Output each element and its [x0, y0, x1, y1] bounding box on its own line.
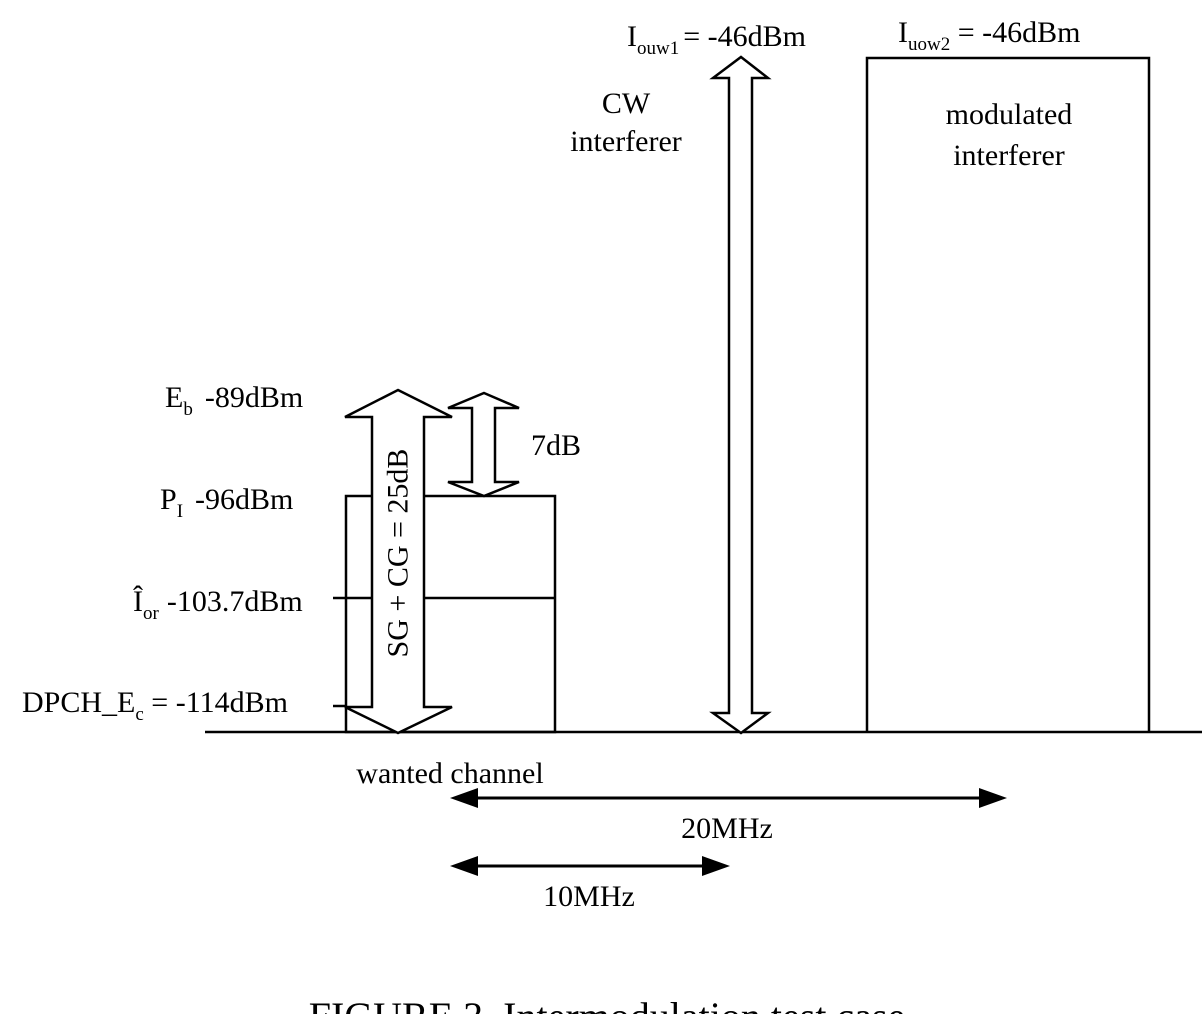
ten-mhz-label: 10MHz — [543, 880, 635, 913]
twenty-mhz-arrowhead-right — [979, 788, 1007, 808]
twenty-mhz-arrowhead-left — [450, 788, 478, 808]
sg-cg-double-arrow — [344, 388, 453, 735]
seven-db-double-arrow — [447, 391, 520, 498]
modulated-label-line2: interferer — [953, 139, 1065, 172]
wanted-channel-block — [344, 494, 557, 734]
i-ouw1-label: Iouw1= -46dBm — [627, 20, 806, 59]
pi-label: PI-96dBm — [160, 483, 293, 522]
twenty-mhz-label: 20MHz — [681, 812, 773, 845]
ior-label: Îor-103.7dBm — [133, 585, 303, 624]
ten-mhz-arrowhead-left — [450, 856, 478, 876]
cw-interferer-double-arrow — [709, 55, 772, 735]
modulated-interferer-block — [865, 56, 1151, 732]
figure-caption: FIGURE 3. Intermodulation test case. — [309, 994, 916, 1014]
modulated-label-line1: modulated — [946, 98, 1073, 131]
sg-cg-label: SG + CG = 25dB — [382, 449, 415, 658]
dpch-label: DPCH_Ec = -114dBm — [22, 686, 288, 725]
wanted-channel-label: wanted channel — [356, 757, 543, 790]
seven-db-label: 7dB — [531, 429, 581, 462]
i-uow2-label: Iuow2 = -46dBm — [898, 16, 1081, 55]
cw-label-line1: CW — [602, 87, 651, 120]
cw-label-line2: interferer — [570, 125, 682, 158]
ten-mhz-arrowhead-right — [702, 856, 730, 876]
eb-label: Eb-89dBm — [165, 381, 303, 420]
